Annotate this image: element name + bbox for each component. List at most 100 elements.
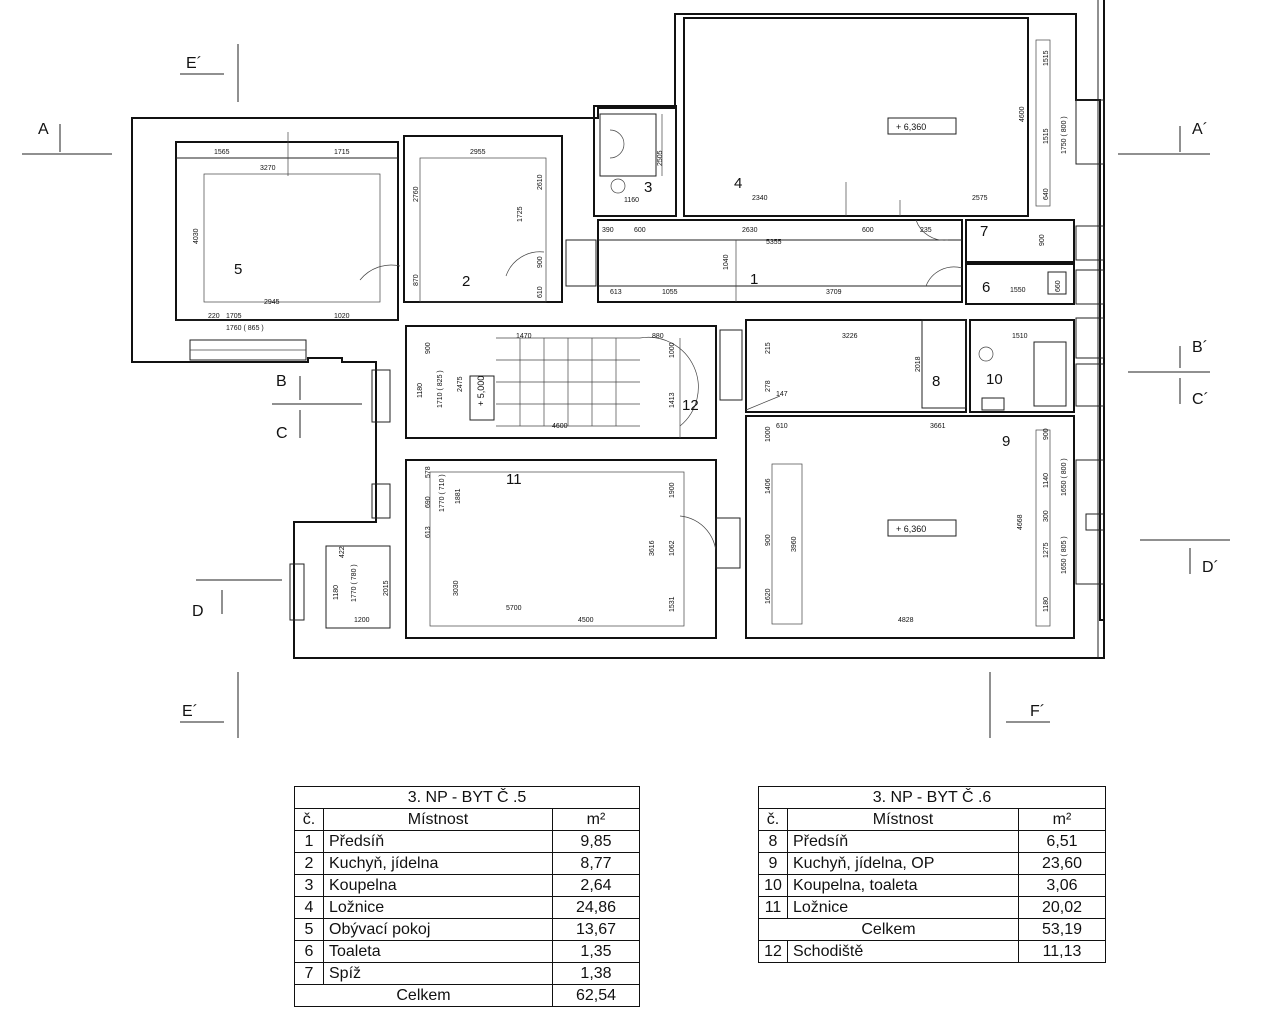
- row-area: 23,60: [1018, 852, 1106, 875]
- dim: 1200: [354, 617, 370, 624]
- column-header-area: m²: [1018, 808, 1106, 831]
- dim: 1515: [1043, 50, 1050, 66]
- dim: 690: [425, 496, 432, 508]
- row-number: 9: [758, 852, 788, 875]
- room-2-outline: [359, 135, 597, 303]
- row-number: 3: [294, 874, 324, 897]
- dim: 1710 ( 825 ): [437, 370, 444, 408]
- dim: 3960: [791, 536, 798, 552]
- dim: 1650 ( 800 ): [1061, 458, 1068, 496]
- dim: 390: [602, 227, 614, 234]
- room-1-outline: [597, 219, 963, 303]
- dim: 1406: [765, 478, 772, 494]
- dim: 147: [776, 391, 788, 398]
- row-number: 2: [294, 852, 324, 875]
- room-9-outline: [745, 415, 1105, 639]
- room-label-5: 5: [234, 261, 242, 278]
- room-8-outline: [719, 319, 967, 413]
- dim: 1515: [1043, 128, 1050, 144]
- dim: 1062: [669, 540, 676, 556]
- dim: 2575: [972, 195, 988, 202]
- row-room: Kuchyň, jídelna, OP: [787, 852, 1019, 875]
- dim: 2945: [264, 299, 280, 306]
- dim: 3270: [260, 165, 276, 172]
- row-room: Koupelna, toaleta: [787, 874, 1019, 897]
- dim: 2475: [457, 376, 464, 392]
- room-label-2: 2: [462, 273, 470, 290]
- dim: 1900: [669, 482, 676, 498]
- floor-plan: 1 2 3 4 + 6,360 5 6 7 8 9 + 6,360 10 11 …: [22, 0, 1230, 738]
- dim: 900: [425, 342, 432, 354]
- dim: 880: [652, 333, 664, 340]
- room-label-10: 10: [986, 371, 1003, 388]
- dim: 1565: [214, 149, 230, 156]
- dim: 5355: [766, 239, 782, 246]
- dim: 2018: [915, 356, 922, 372]
- table-title: 3. NP - BYT Č .5: [294, 786, 640, 809]
- row-room: Schodiště: [787, 940, 1019, 963]
- room-label-12: 12: [682, 397, 699, 414]
- dim: 900: [765, 534, 772, 546]
- dim: 2955: [470, 149, 486, 156]
- column-header-room: Místnost: [323, 808, 553, 831]
- row-area: 1,38: [552, 962, 640, 985]
- dim: 4030: [193, 228, 200, 244]
- dim: 613: [610, 289, 622, 296]
- dim: 600: [862, 227, 874, 234]
- row-room: Ložnice: [787, 896, 1019, 919]
- outer-walls: [131, 0, 1105, 659]
- dim: 1881: [455, 488, 462, 504]
- dim: 4600: [552, 423, 568, 430]
- room-12-elevation: + 5,000: [476, 376, 486, 406]
- dim: 1000: [765, 426, 772, 442]
- dim: 900: [537, 256, 544, 268]
- row-number: 10: [758, 874, 788, 897]
- row-room: Spíž: [323, 962, 553, 985]
- dim: 1550: [1010, 287, 1026, 294]
- row-area: 3,06: [1018, 874, 1106, 897]
- row-area: 2,64: [552, 874, 640, 897]
- dim: 1275: [1043, 542, 1050, 558]
- section-label-e-top: E´: [186, 55, 202, 72]
- room-label-8: 8: [932, 373, 940, 390]
- dim: 1760 ( 865 ): [226, 325, 264, 332]
- room-label-7: 7: [980, 223, 988, 240]
- dim: 300: [1043, 510, 1050, 522]
- room-label-9: 9: [1002, 433, 1010, 450]
- room-label-4: 4: [734, 175, 742, 192]
- dim: 1180: [333, 585, 340, 600]
- dim: 1750 ( 800 ): [1061, 116, 1068, 154]
- dim: 1770 ( 710 ): [439, 474, 446, 512]
- dim: 235: [920, 227, 932, 234]
- dim: 1531: [669, 596, 676, 612]
- dim: 2760: [413, 186, 420, 202]
- row-number: 5: [294, 918, 324, 941]
- column-header-number: č.: [758, 808, 788, 831]
- row-area: 6,51: [1018, 830, 1106, 853]
- dim: 1000: [669, 342, 676, 358]
- dim: 3616: [649, 540, 656, 556]
- dim: 5700: [506, 605, 522, 612]
- column-header-area: m²: [552, 808, 640, 831]
- dim: 900: [1043, 428, 1050, 440]
- row-number: 6: [294, 940, 324, 963]
- section-label-c-prime: C´: [1192, 391, 1209, 408]
- total-label: Celkem: [294, 984, 553, 1007]
- dim: 1055: [662, 289, 678, 296]
- dim: 1705: [226, 313, 242, 320]
- dim: 4828: [898, 617, 914, 624]
- column-header-number: č.: [294, 808, 324, 831]
- section-label-d: D: [192, 603, 204, 620]
- total-area: 62,54: [552, 984, 640, 1007]
- room-label-11: 11: [506, 471, 522, 488]
- row-room: Toaleta: [323, 940, 553, 963]
- row-number: 1: [294, 830, 324, 853]
